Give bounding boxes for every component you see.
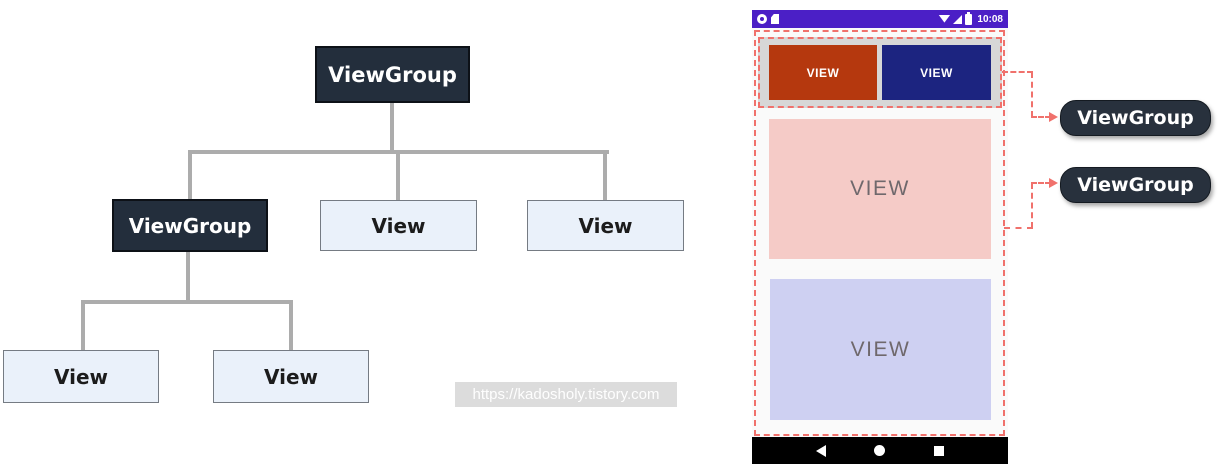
status-bar-time: 10:08 — [977, 13, 1003, 25]
view-button-blue[interactable]: VIEW — [882, 45, 991, 100]
tree-line — [81, 304, 85, 350]
tree-line — [396, 154, 400, 201]
view-button-red[interactable]: VIEW — [769, 45, 877, 100]
tree-line — [603, 154, 607, 201]
back-icon[interactable] — [816, 444, 827, 457]
connector-line — [1031, 182, 1051, 184]
tree-node-grandchild-view-1: View — [3, 350, 159, 403]
tree-node-child-view-2: View — [527, 200, 684, 251]
arrowhead-icon — [1049, 112, 1058, 122]
connector-line — [1031, 116, 1051, 118]
navigation-bar — [752, 437, 1008, 464]
watermark-url: https://kadosholy.tistory.com — [455, 382, 677, 407]
connector-line — [1031, 72, 1033, 117]
sim-card-icon — [771, 14, 779, 24]
home-icon[interactable] — [874, 445, 886, 456]
recents-icon[interactable] — [933, 445, 944, 456]
viewgroup-label-1: ViewGroup — [1060, 100, 1211, 136]
lavender-view-area: VIEW — [770, 279, 991, 420]
arrowhead-icon — [1049, 178, 1058, 188]
tree-node-grandchild-view-2: View — [213, 350, 369, 403]
tree-line — [81, 300, 293, 304]
wifi-icon — [938, 14, 951, 23]
battery-icon — [965, 11, 973, 25]
tree-line — [289, 304, 293, 350]
tree-line — [188, 154, 192, 200]
connector-line — [1031, 183, 1033, 228]
tree-line — [186, 251, 190, 300]
connector-line — [1002, 71, 1033, 73]
android-phone-screen: 10:08 VIEW VIEW VIEW VIEW — [752, 10, 1008, 464]
connector-line — [1004, 227, 1033, 229]
tree-node-child-view-1: View — [320, 200, 477, 251]
button-row-viewgroup: VIEW VIEW — [758, 37, 1002, 108]
app-content: VIEW VIEW VIEW VIEW — [752, 28, 1008, 447]
data-saver-icon — [757, 14, 767, 24]
tree-node-child-viewgroup: ViewGroup — [112, 199, 268, 252]
tree-line — [390, 103, 394, 150]
tree-line — [188, 150, 609, 154]
cell-signal-icon — [953, 14, 963, 24]
pink-view-area: VIEW — [769, 119, 991, 259]
status-bar: 10:08 — [752, 10, 1008, 28]
viewgroup-label-2: ViewGroup — [1060, 167, 1211, 203]
tree-node-root-viewgroup: ViewGroup — [315, 46, 470, 103]
